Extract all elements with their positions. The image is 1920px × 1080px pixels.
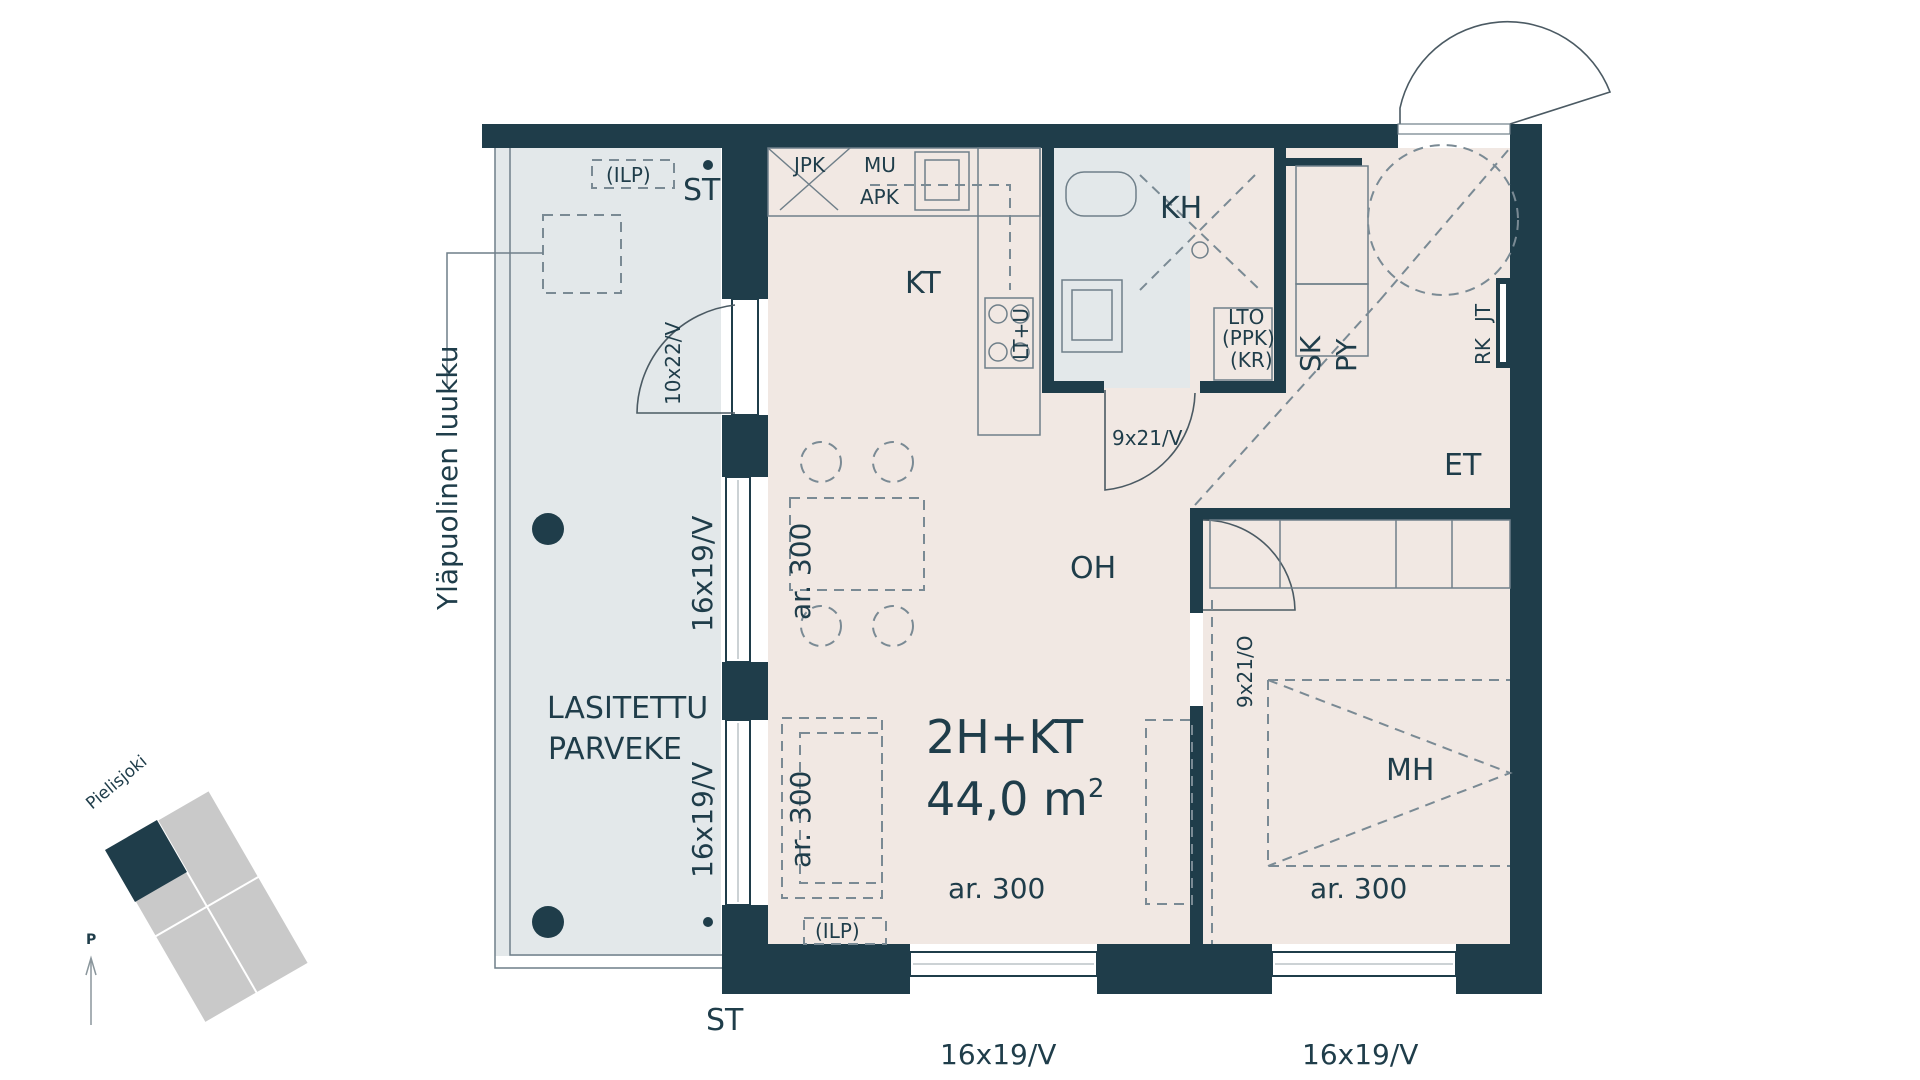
label-mu: MU <box>864 153 896 177</box>
bathroom <box>1061 171 1273 381</box>
key-plan-river-label: Pielisjoki <box>82 752 151 814</box>
door-balcony: 10x22/V <box>661 322 685 405</box>
window-oh-upper: 16x19/V <box>686 516 719 632</box>
windows <box>725 298 1457 977</box>
key-plan-north-label: P <box>86 932 96 948</box>
room-label-oh: OH <box>1070 551 1116 586</box>
label-py: PY <box>1330 338 1363 372</box>
hall-floor <box>1190 148 1516 508</box>
room-label-mh: MH <box>1386 753 1434 788</box>
label-rk: RK <box>1471 337 1495 365</box>
balcony-post-top <box>532 513 564 545</box>
balcony-label-1: LASITETTU <box>547 691 708 726</box>
area-superscript: 2 <box>1088 774 1105 804</box>
bedroom-floor <box>1203 520 1516 944</box>
balcony-post-bottom <box>532 906 564 938</box>
label-sk: SK <box>1294 335 1327 372</box>
label-ilp-bottom: (ILP) <box>815 919 860 943</box>
shelf-label-oh-bottom: ar. 300 <box>948 872 1045 905</box>
room-label-et: ET <box>1444 448 1482 483</box>
label-apk: APK <box>860 185 900 209</box>
living-furniture <box>542 159 1193 945</box>
label-jt: JT <box>1471 303 1495 324</box>
hatch-label: Yläpuolinen luukku <box>431 346 464 611</box>
shelf-label-2: ar. 300 <box>784 771 817 868</box>
window-oh-lower: 16x19/V <box>686 762 719 878</box>
label-lto: LTO <box>1228 305 1264 329</box>
bedroom-furniture <box>1209 519 1513 944</box>
label-kr: (KR) <box>1230 348 1273 372</box>
window-bottom-right: 16x19/V <box>1302 1038 1418 1071</box>
apartment-area: 44,0 m2 <box>926 772 1104 826</box>
label-ilp-top: (ILP) <box>606 163 651 187</box>
kitchen <box>767 147 1041 436</box>
shelf-label-mh-bottom: ar. 300 <box>1310 872 1407 905</box>
window-bottom-left: 16x19/V <box>940 1038 1056 1071</box>
door-bedroom: 9x21/O <box>1233 636 1257 709</box>
balcony-label-2: PARVEKE <box>548 732 682 767</box>
room-label-kh: KH <box>1160 191 1202 226</box>
key-plan-highlight <box>105 820 187 902</box>
apartment-type: 2H+KT <box>926 710 1084 764</box>
balcony-outline <box>494 148 722 969</box>
hall-fixtures <box>1194 144 1519 506</box>
label-stove: LT+U <box>1009 308 1033 360</box>
label-st-bottom: ST <box>706 1003 744 1038</box>
label-jpk: JPK <box>792 153 826 177</box>
doors <box>636 20 1612 611</box>
key-plan: Pielisjoki P <box>82 752 311 1025</box>
label-st-top: ST <box>683 173 721 208</box>
shelf-label-1: ar. 300 <box>784 523 817 620</box>
label-ppk: (PPK) <box>1222 326 1275 350</box>
room-label-kt: KT <box>905 266 941 301</box>
door-bath: 9x21/V <box>1112 426 1183 450</box>
walls <box>482 124 1542 994</box>
balcony-floor <box>495 148 721 956</box>
